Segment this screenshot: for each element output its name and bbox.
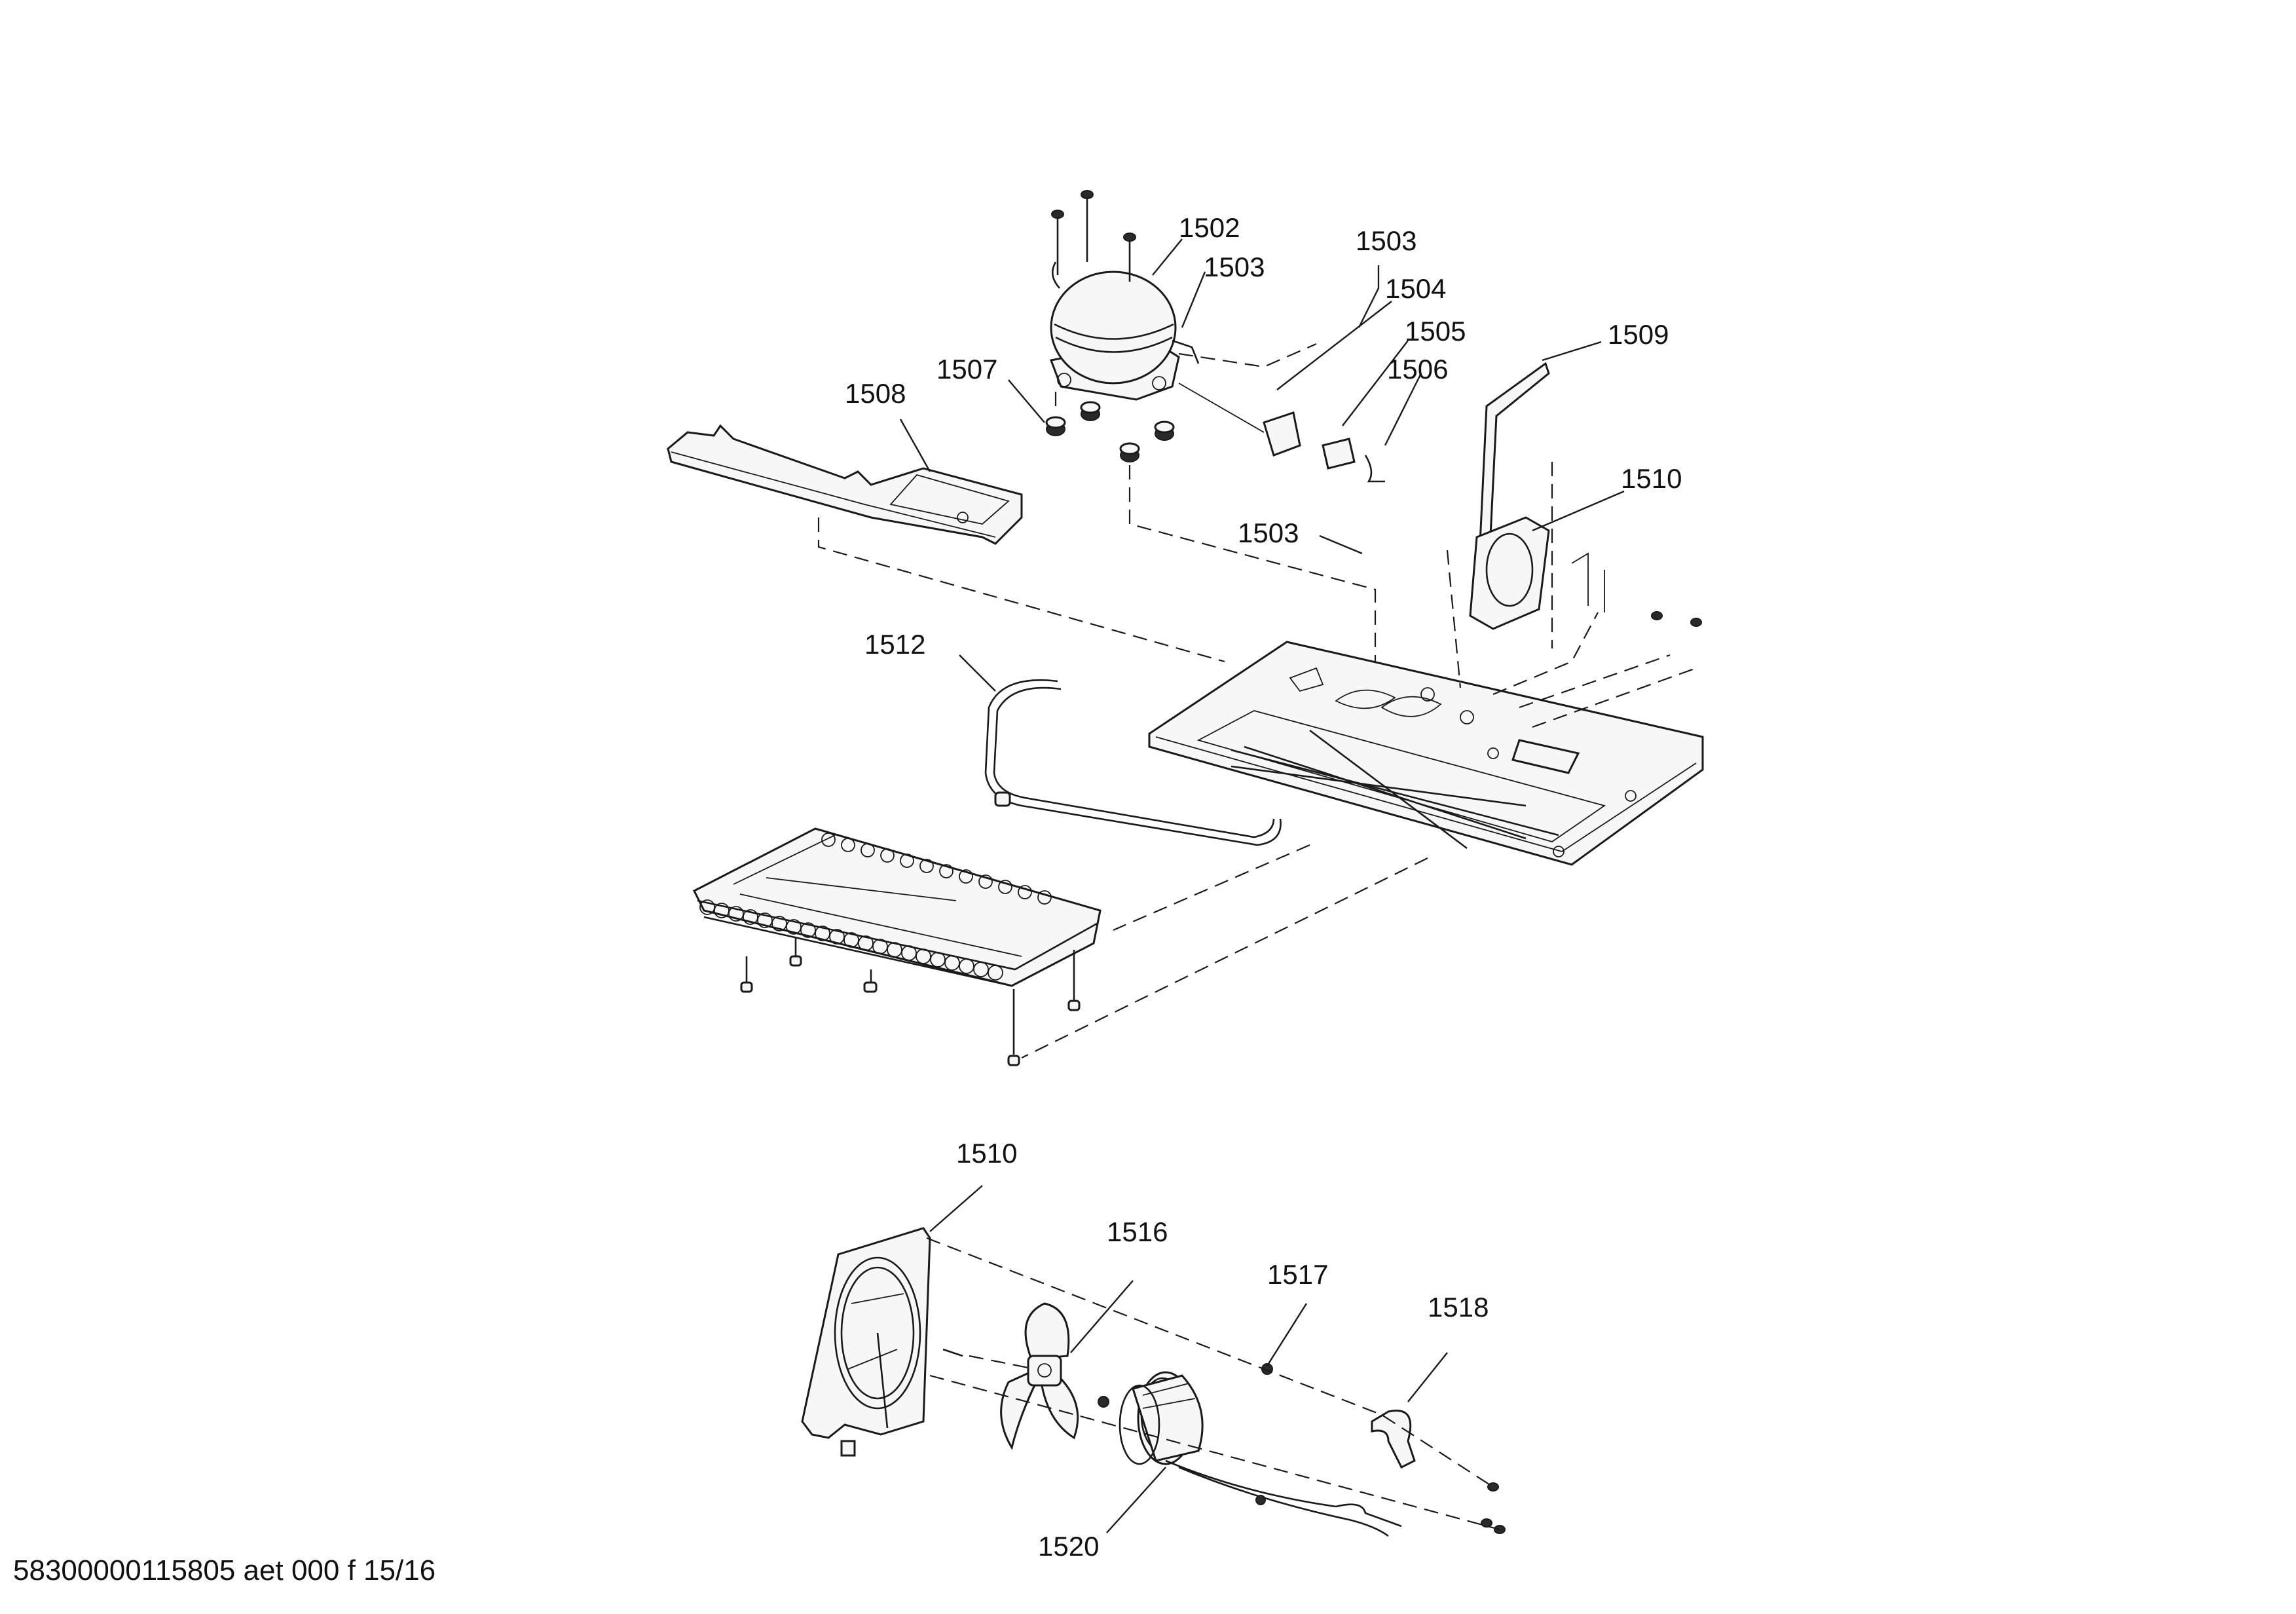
callout-1510-lower: 1510: [956, 1138, 1017, 1169]
shroud-upper: [1469, 362, 1702, 630]
callout-1507: 1507: [936, 354, 997, 385]
callout-1503-top: 1503: [1356, 225, 1416, 256]
callout-labels: 1502 1503 1503 1504 1505 1506 1507 1508 …: [845, 212, 1682, 1562]
coil-loops: [699, 833, 1052, 981]
callout-1503-lower: 1503: [1238, 517, 1299, 548]
callout-1503-compressor: 1503: [1204, 252, 1265, 282]
callout-1508: 1508: [845, 378, 906, 409]
condenser-coil: [692, 827, 1102, 1066]
fan-alignment-lines: [926, 1237, 1500, 1531]
callout-1512: 1512: [864, 629, 925, 660]
compressor-screws: [1051, 190, 1136, 282]
callout-1517: 1517: [1267, 1259, 1328, 1290]
fan-shroud-lower: [801, 1227, 931, 1457]
compressor: [1049, 261, 1200, 401]
callout-1506: 1506: [1387, 354, 1448, 385]
callout-1520: 1520: [1038, 1531, 1099, 1562]
leader-lines: [899, 238, 1625, 1533]
motor-bracket: [1255, 1363, 1506, 1534]
fan-blade: [942, 1302, 1079, 1450]
fan-motor: [1098, 1371, 1402, 1537]
base-plate: [1148, 641, 1704, 866]
relay-assembly: [1178, 343, 1385, 483]
base-tray: [667, 424, 1023, 545]
alignment-lines: [817, 462, 1697, 1059]
callout-1516: 1516: [1107, 1216, 1168, 1247]
callout-1504: 1504: [1385, 273, 1446, 304]
callout-1509: 1509: [1608, 319, 1669, 350]
callout-1510-upper: 1510: [1621, 463, 1682, 494]
document-code: 58300000115805 aet 000 f 15/16: [13, 1554, 435, 1586]
callout-1502: 1502: [1179, 212, 1240, 243]
grommets: [1045, 386, 1377, 662]
callout-1518: 1518: [1428, 1292, 1489, 1323]
condenser-tube: [984, 679, 1282, 846]
callout-1505: 1505: [1405, 316, 1466, 347]
